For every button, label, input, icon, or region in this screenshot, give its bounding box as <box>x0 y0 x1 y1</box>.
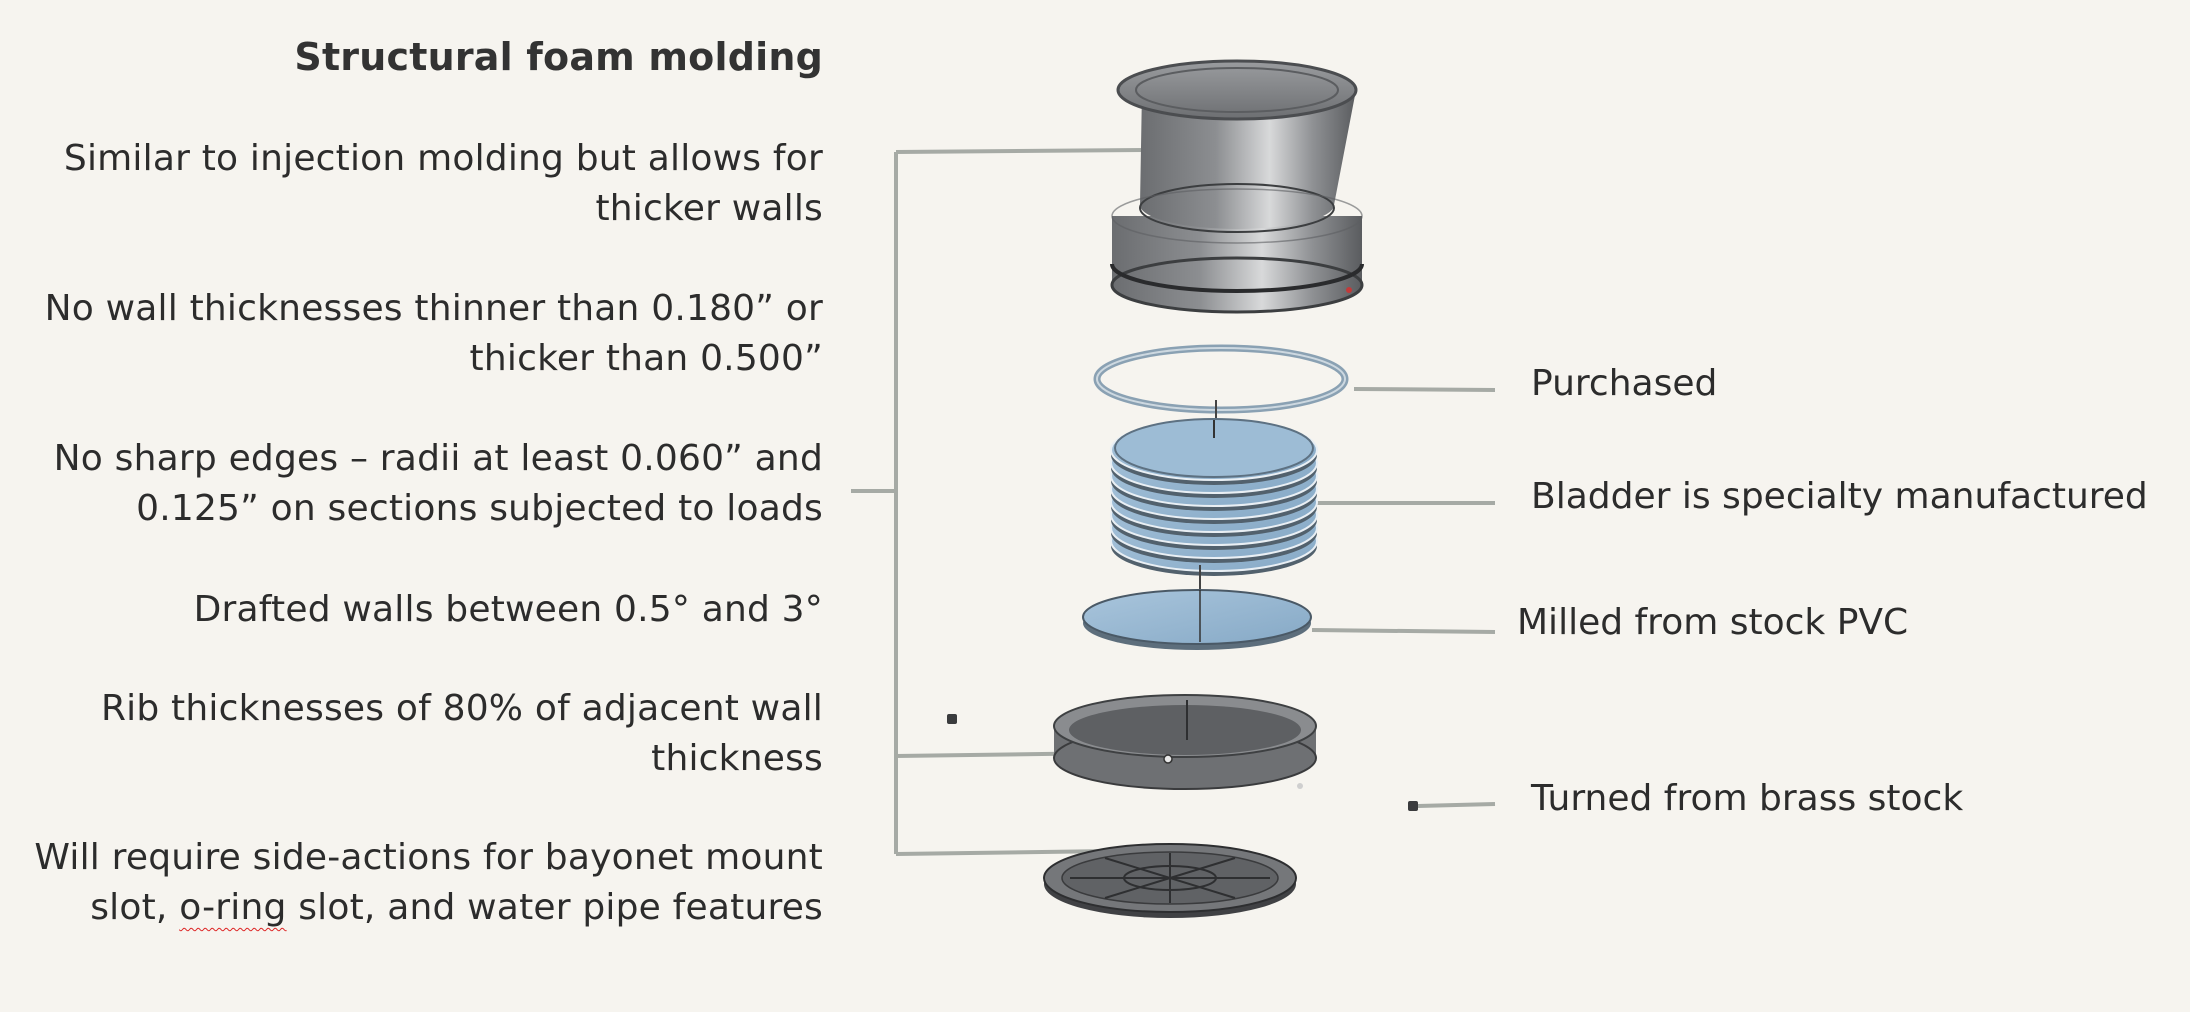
leader-milled <box>1311 628 1496 634</box>
title: Structural foam molding <box>294 35 823 79</box>
leader-base-plate <box>895 849 1113 856</box>
leader-cap <box>895 148 1149 154</box>
o-ring <box>1093 344 1349 414</box>
callout-milled: Milled from stock PVC <box>1517 602 1909 643</box>
guideline-3: No sharp edges – radii at least 0.060” a… <box>53 438 823 529</box>
base-plate <box>1043 843 1297 918</box>
guideline-1: Similar to injection molding but allows … <box>63 138 823 229</box>
guideline-4: Drafted walls between 0.5° and 3° <box>193 589 823 630</box>
brass-pin-right <box>1408 801 1418 811</box>
base-ring <box>1053 694 1317 790</box>
callout-bladder: Bladder is specialty manufactured <box>1531 476 2148 517</box>
spellcheck-word: o-ring <box>179 887 287 928</box>
guideline-5: Rib thicknesses of 80% of adjacent wall … <box>100 688 823 779</box>
brass-pin-left <box>947 714 957 724</box>
top-cap <box>1110 59 1364 314</box>
leader-turned <box>1417 802 1496 808</box>
leader-purchased <box>1353 387 1496 392</box>
guideline-6: Will require side-actions for bayonet mo… <box>34 837 823 928</box>
guideline-2: No wall thicknesses thinner than 0.180” … <box>44 288 823 379</box>
pvc-disk <box>1082 565 1312 650</box>
leader-lines <box>851 148 1496 856</box>
bladder <box>1110 400 1318 576</box>
callout-purchased: Purchased <box>1531 363 1718 404</box>
callout-turned: Turned from brass stock <box>1531 778 1964 819</box>
